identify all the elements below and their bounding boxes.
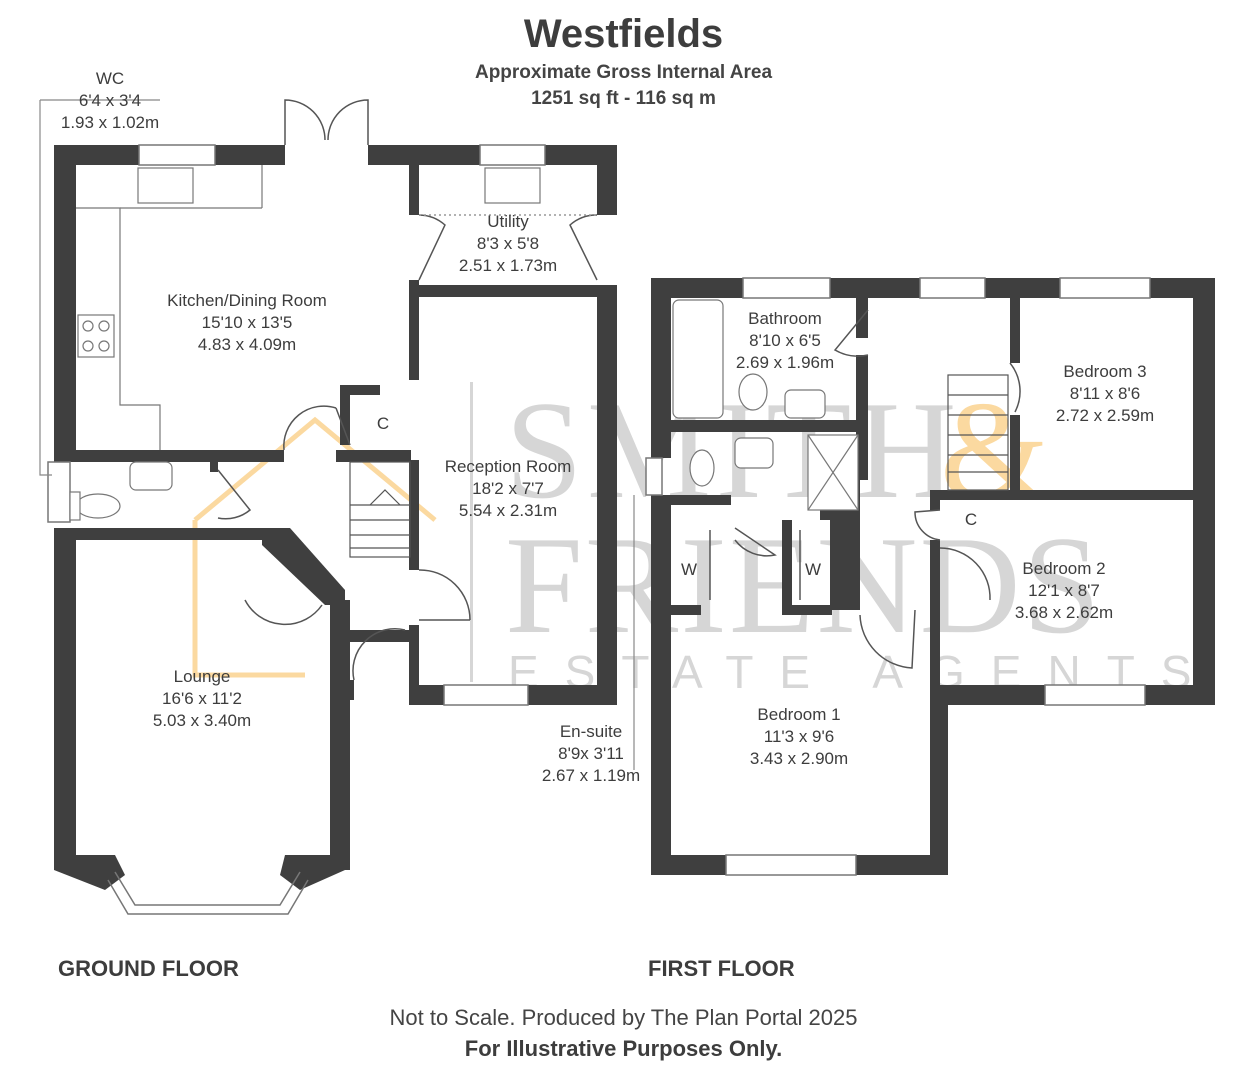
room-bedroom2: Bedroom 2 12'1 x 8'7 3.68 x 2.62m — [1014, 559, 1114, 622]
ground-floor-label: GROUND FLOOR — [58, 956, 239, 981]
room-lounge: Lounge 16'6 x 11'2 5.03 x 3.40m — [152, 667, 252, 730]
utility-doors — [418, 214, 598, 281]
ground-floor-walls — [54, 145, 617, 890]
lounge-bay-window — [107, 871, 309, 915]
room-utility: Utility 8'3 x 5'8 2.51 x 1.73m — [458, 212, 558, 275]
first-floor-label: FIRST FLOOR — [648, 956, 795, 981]
room-ensuite: En-suite 8'9x 3'11 2.67 x 1.19m — [541, 722, 641, 785]
watermark-house-icon — [192, 416, 437, 678]
first-floor-walls — [651, 278, 1215, 875]
room-wardrobe-2: W — [804, 560, 822, 579]
kitchen-units — [76, 165, 541, 450]
room-bedroom3: Bedroom 3 8'11 x 8'6 2.72 x 2.59m — [1055, 362, 1155, 425]
room-bedroom1: Bedroom 1 11'3 x 9'6 3.43 x 2.90m — [749, 705, 849, 768]
room-wc: WC 6'4 x 3'4 1.93 x 1.02m — [60, 69, 160, 132]
page-title: Westfields — [523, 12, 724, 56]
first-windows — [645, 277, 1151, 876]
watermark-amp: & — [940, 373, 1049, 528]
page-subtitle: Approximate Gross Internal Area — [474, 62, 773, 83]
room-bathroom: Bathroom 8'10 x 6'5 2.69 x 1.96m — [735, 309, 835, 372]
footer-disclaimer: Not to Scale. Produced by The Plan Porta… — [389, 1005, 858, 1030]
ground-stairs — [349, 461, 411, 558]
watermark-divider — [470, 382, 473, 682]
room-wardrobe-1: W — [680, 560, 698, 579]
room-reception: Reception Room 18'2 x 7'7 5.54 x 2.31m — [444, 457, 572, 520]
wc-leader-line — [39, 100, 52, 476]
room-cupboard-ground: C — [376, 414, 390, 433]
room-kitchen: Kitchen/Dining Room 15'10 x 13'5 4.83 x … — [167, 291, 327, 354]
gross-area: 1251 sq ft - 116 sq m — [531, 88, 716, 109]
room-cupboard-first: C — [964, 510, 978, 529]
ground-door-arcs — [217, 405, 471, 681]
kitchen-french-doors — [284, 99, 369, 145]
ground-windows — [47, 144, 546, 706]
first-fixtures — [672, 299, 859, 511]
footer-illustrative: For Illustrative Purposes Only. — [464, 1036, 783, 1061]
first-stairs — [947, 374, 1009, 491]
first-door-arcs — [709, 309, 1021, 669]
wc-fixtures — [69, 461, 173, 521]
